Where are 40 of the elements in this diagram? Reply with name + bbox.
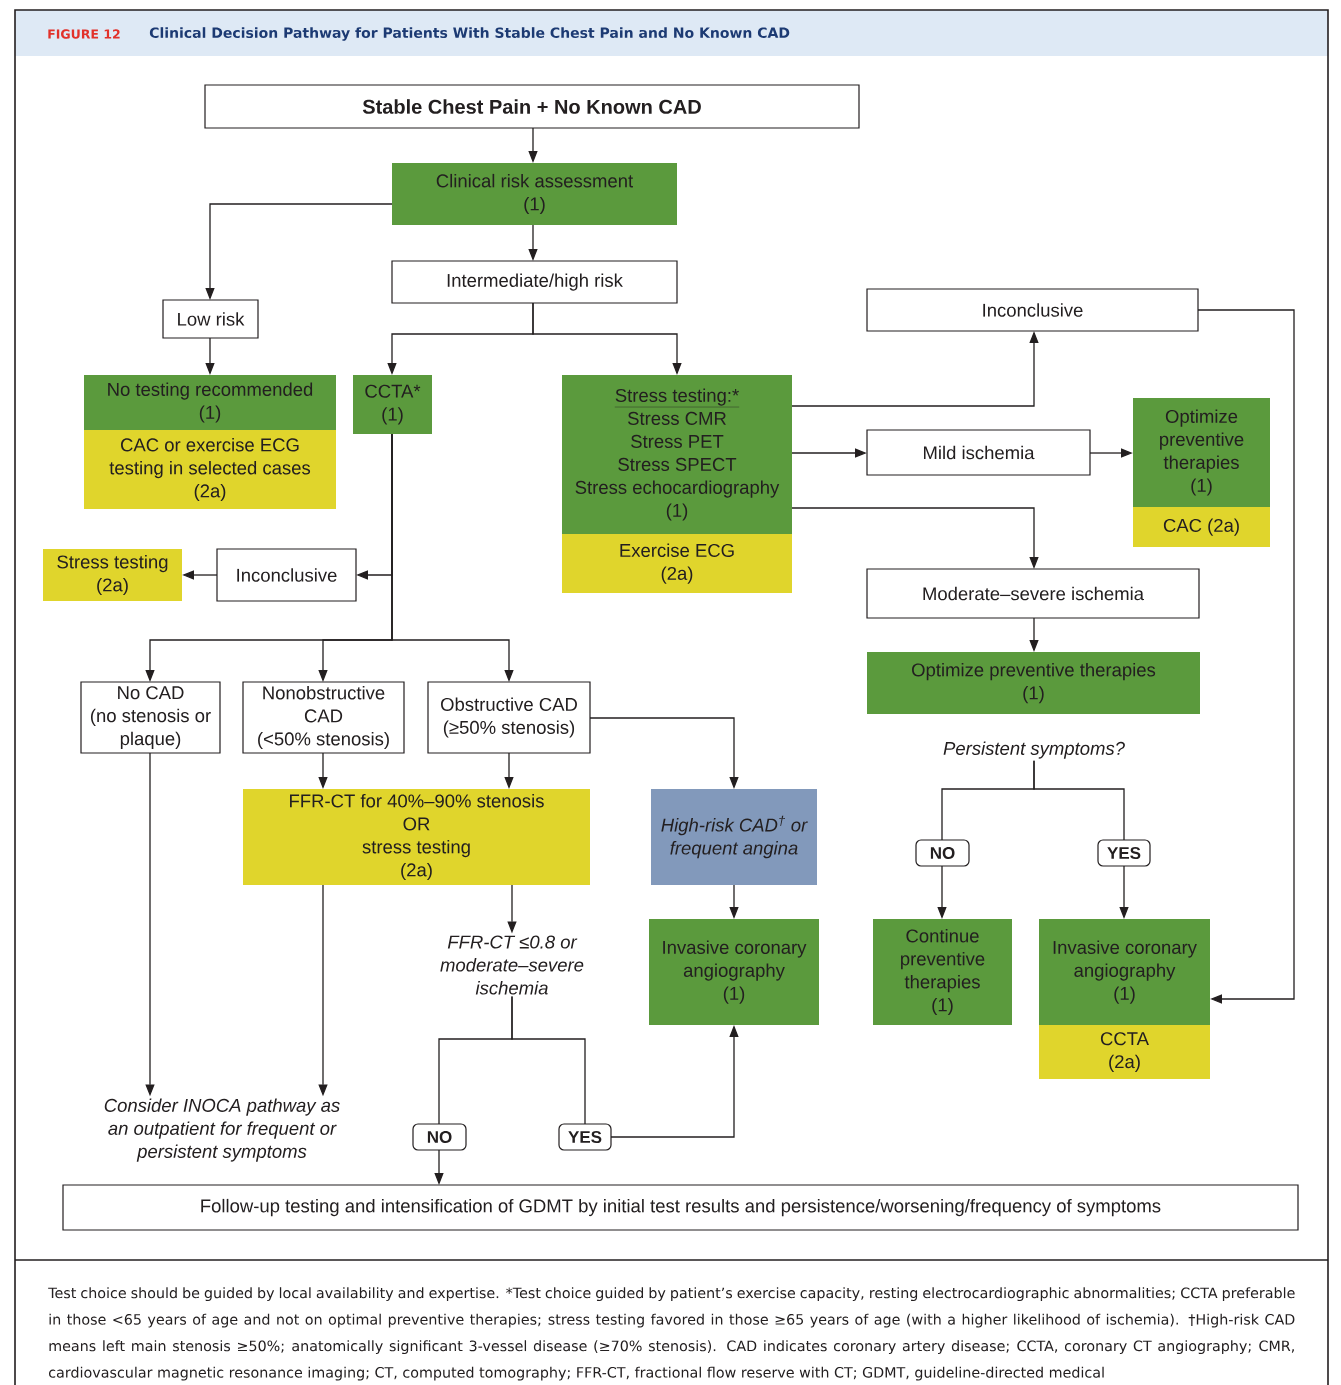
start-box: Stable Chest Pain + No Known CAD <box>204 84 860 129</box>
follow-up-box: Follow-up testing and intensification of GDMT by initial test results and persistence/worsening/frequency of symptoms <box>62 1184 1299 1231</box>
note-text: Consider INOCA pathway as an outpatient for frequent or persistent symptoms <box>104 1098 340 1162</box>
recommendation-box: Clinical risk assessment (1) <box>392 163 677 225</box>
note-text: Persistent symptoms? <box>943 741 1125 759</box>
step-box: Intermediate/high risk <box>391 260 678 304</box>
step-box: Inconclusive <box>866 288 1199 332</box>
answer-tag: NO <box>915 839 970 867</box>
alternative-test-box: FFR-CT for 40%–90% stenosis OR stress testing (2a) <box>243 789 590 885</box>
answer-tag: NO <box>412 1123 467 1151</box>
step-box: Moderate–severe ischemia <box>866 568 1200 619</box>
recommendation-box: Optimize preventive therapies (1) <box>867 652 1200 714</box>
step-box: No CAD (no stenosis or plaque) <box>80 681 221 754</box>
connector-line <box>1033 760 1125 841</box>
caption-text: Test choice should be guided by local availability and expertise. *Test choice guided by patient’s exercise capacity, resting electrocardiographic abnormalities; CCTA preferable in those <65 years of age and not on optimal preventive therapies; stress testing favored in those ≥65 years of age (with a higher likelihood of ischemia). †High-risk CAD means left main stenosis ≥50%; anatomically significant 3-vessel disease (≥70% stenosis). CAD indicates coronary artery disease; CCTA, coronary CT angiography; CMR, cardiovascular magnetic resonance imaging; CT, computed tomography; FFR-CT, fractional flow reserve with CT; GDMT, guideline-directed medical <box>48 1287 1295 1381</box>
alternative-test-box: CAC (2a) <box>1133 507 1270 547</box>
figure-title: Clinical Decision Pathway for Patients With Stable Chest Pain and No Known CAD <box>149 27 790 41</box>
alternative-test-box: CAC or exercise ECG testing in selected cases (2a) <box>84 430 336 509</box>
recommendation-box: CCTA* (1) <box>353 375 432 434</box>
step-box: Mild ischemia <box>866 429 1091 476</box>
step-box: Nonobstructive CAD (<50% stenosis) <box>242 681 405 754</box>
answer-tag: YES <box>558 1123 612 1151</box>
connector-line <box>511 995 586 1125</box>
recommendation-box: Invasive coronary angiography (1) <box>1039 919 1210 1025</box>
arrow <box>1197 309 1295 1004</box>
recommendation-box: Optimize preventive therapies (1) <box>1133 398 1270 507</box>
condition-box: High-risk CAD$^{†}$ or frequent angina <box>651 789 817 885</box>
recommendation-box: Stress testing:* Stress CMR Stress PET Stress SPECT Stress echocardiography (1) <box>562 375 792 534</box>
alternative-test-box: Stress testing (2a) <box>43 549 182 601</box>
figure-number: FIGURE 12 <box>48 29 120 39</box>
recommendation-box: Continue preventive therapies (1) <box>873 919 1012 1025</box>
step-box: Inconclusive <box>216 548 357 602</box>
answer-tag: YES <box>1097 839 1151 867</box>
step-box: Low risk <box>162 299 259 339</box>
note-text: FFR-CT ≤0.8 or moderate–severe ischemia <box>440 935 584 995</box>
step-box: Obstructive CAD (≥50% stenosis) <box>427 681 591 754</box>
recommendation-box: Invasive coronary angiography (1) <box>649 919 819 1025</box>
alternative-test-box: CCTA (2a) <box>1039 1025 1210 1079</box>
alternative-test-box: Exercise ECG (2a) <box>562 534 792 593</box>
recommendation-box: No testing recommended (1) <box>84 375 336 430</box>
